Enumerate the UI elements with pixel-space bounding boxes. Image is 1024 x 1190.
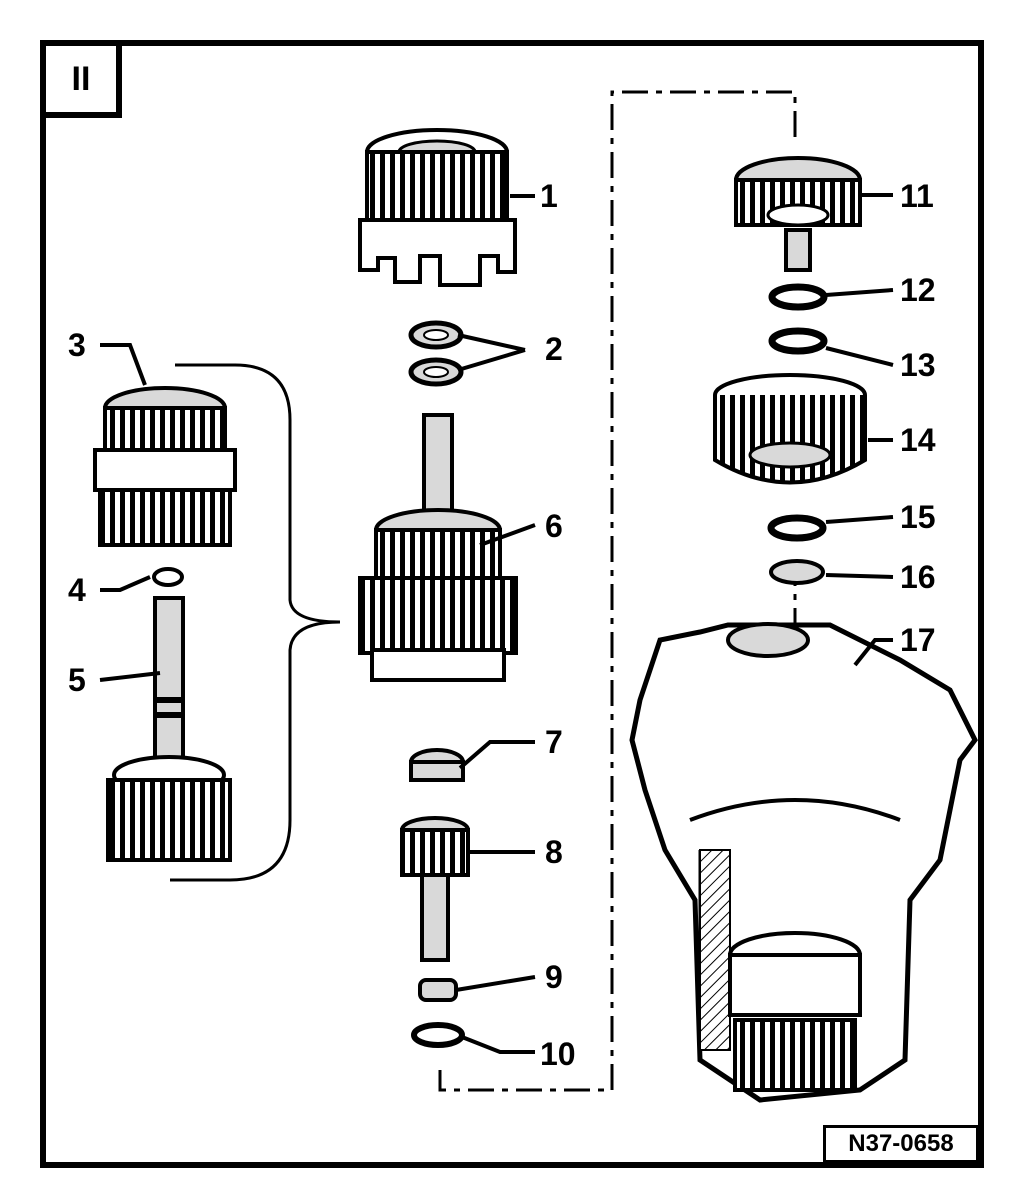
callout-13: 13 (900, 347, 936, 383)
group-bracket (170, 363, 341, 882)
part-11-clutch-hub (734, 156, 862, 272)
callout-8: 8 (545, 834, 563, 870)
callout-15: 15 (900, 499, 936, 535)
leader-2b (457, 348, 526, 372)
leader-9 (455, 975, 536, 992)
callout-9: 9 (545, 959, 563, 995)
part-1-drum (358, 128, 517, 287)
leader-5 (99, 671, 161, 682)
part-10-washer (411, 1022, 465, 1048)
callout-5: 5 (68, 662, 86, 698)
leader-2a (457, 333, 526, 352)
leader-4 (100, 575, 151, 592)
figure-reference: N37-0658 (823, 1125, 979, 1163)
part-8-pinion-shaft (400, 816, 470, 962)
part-14-clutch-basket (713, 373, 867, 485)
leader-16 (825, 573, 894, 579)
callout-2: 2 (545, 331, 563, 367)
callout-12: 12 (900, 272, 936, 308)
part-13-ring (768, 327, 828, 355)
leader-15 (825, 515, 894, 524)
callout-11: 11 (900, 178, 934, 214)
leader-6 (479, 523, 536, 547)
callout-10: 10 (540, 1036, 576, 1072)
part-2-washers (408, 320, 464, 387)
part-4-o-ring (152, 567, 184, 587)
part-3-gear-assembly (93, 386, 237, 547)
part-5-input-shaft (106, 596, 232, 862)
assembly-centerline (438, 90, 797, 1092)
callout-labels: 1 2 3 4 5 6 7 8 9 10 11 12 13 14 15 16 1… (68, 178, 936, 1072)
callout-16: 16 (900, 559, 936, 595)
callout-14: 14 (900, 422, 936, 458)
part-15-washer (767, 514, 827, 542)
part-16-washer (769, 559, 825, 585)
leader-7 (458, 740, 535, 770)
callout-1: 1 (540, 178, 558, 214)
leader-10 (461, 1035, 535, 1054)
part-7-bushing (409, 748, 465, 782)
callout-6: 6 (545, 508, 563, 544)
part-6-shaft-gear-set (358, 413, 518, 682)
leader-lines (99, 193, 894, 1054)
leader-17 (853, 638, 893, 667)
part-9-bearing (418, 978, 458, 1002)
callout-17: 17 (900, 622, 936, 658)
part-17-transmission-housing (629, 622, 978, 1103)
leader-13 (825, 346, 894, 367)
leader-3 (100, 343, 147, 386)
section-label: II (40, 40, 122, 118)
part-12-ring (768, 283, 828, 311)
leader-12 (825, 288, 894, 297)
callout-3: 3 (68, 327, 86, 363)
callout-4: 4 (68, 572, 86, 608)
callout-7: 7 (545, 724, 563, 760)
